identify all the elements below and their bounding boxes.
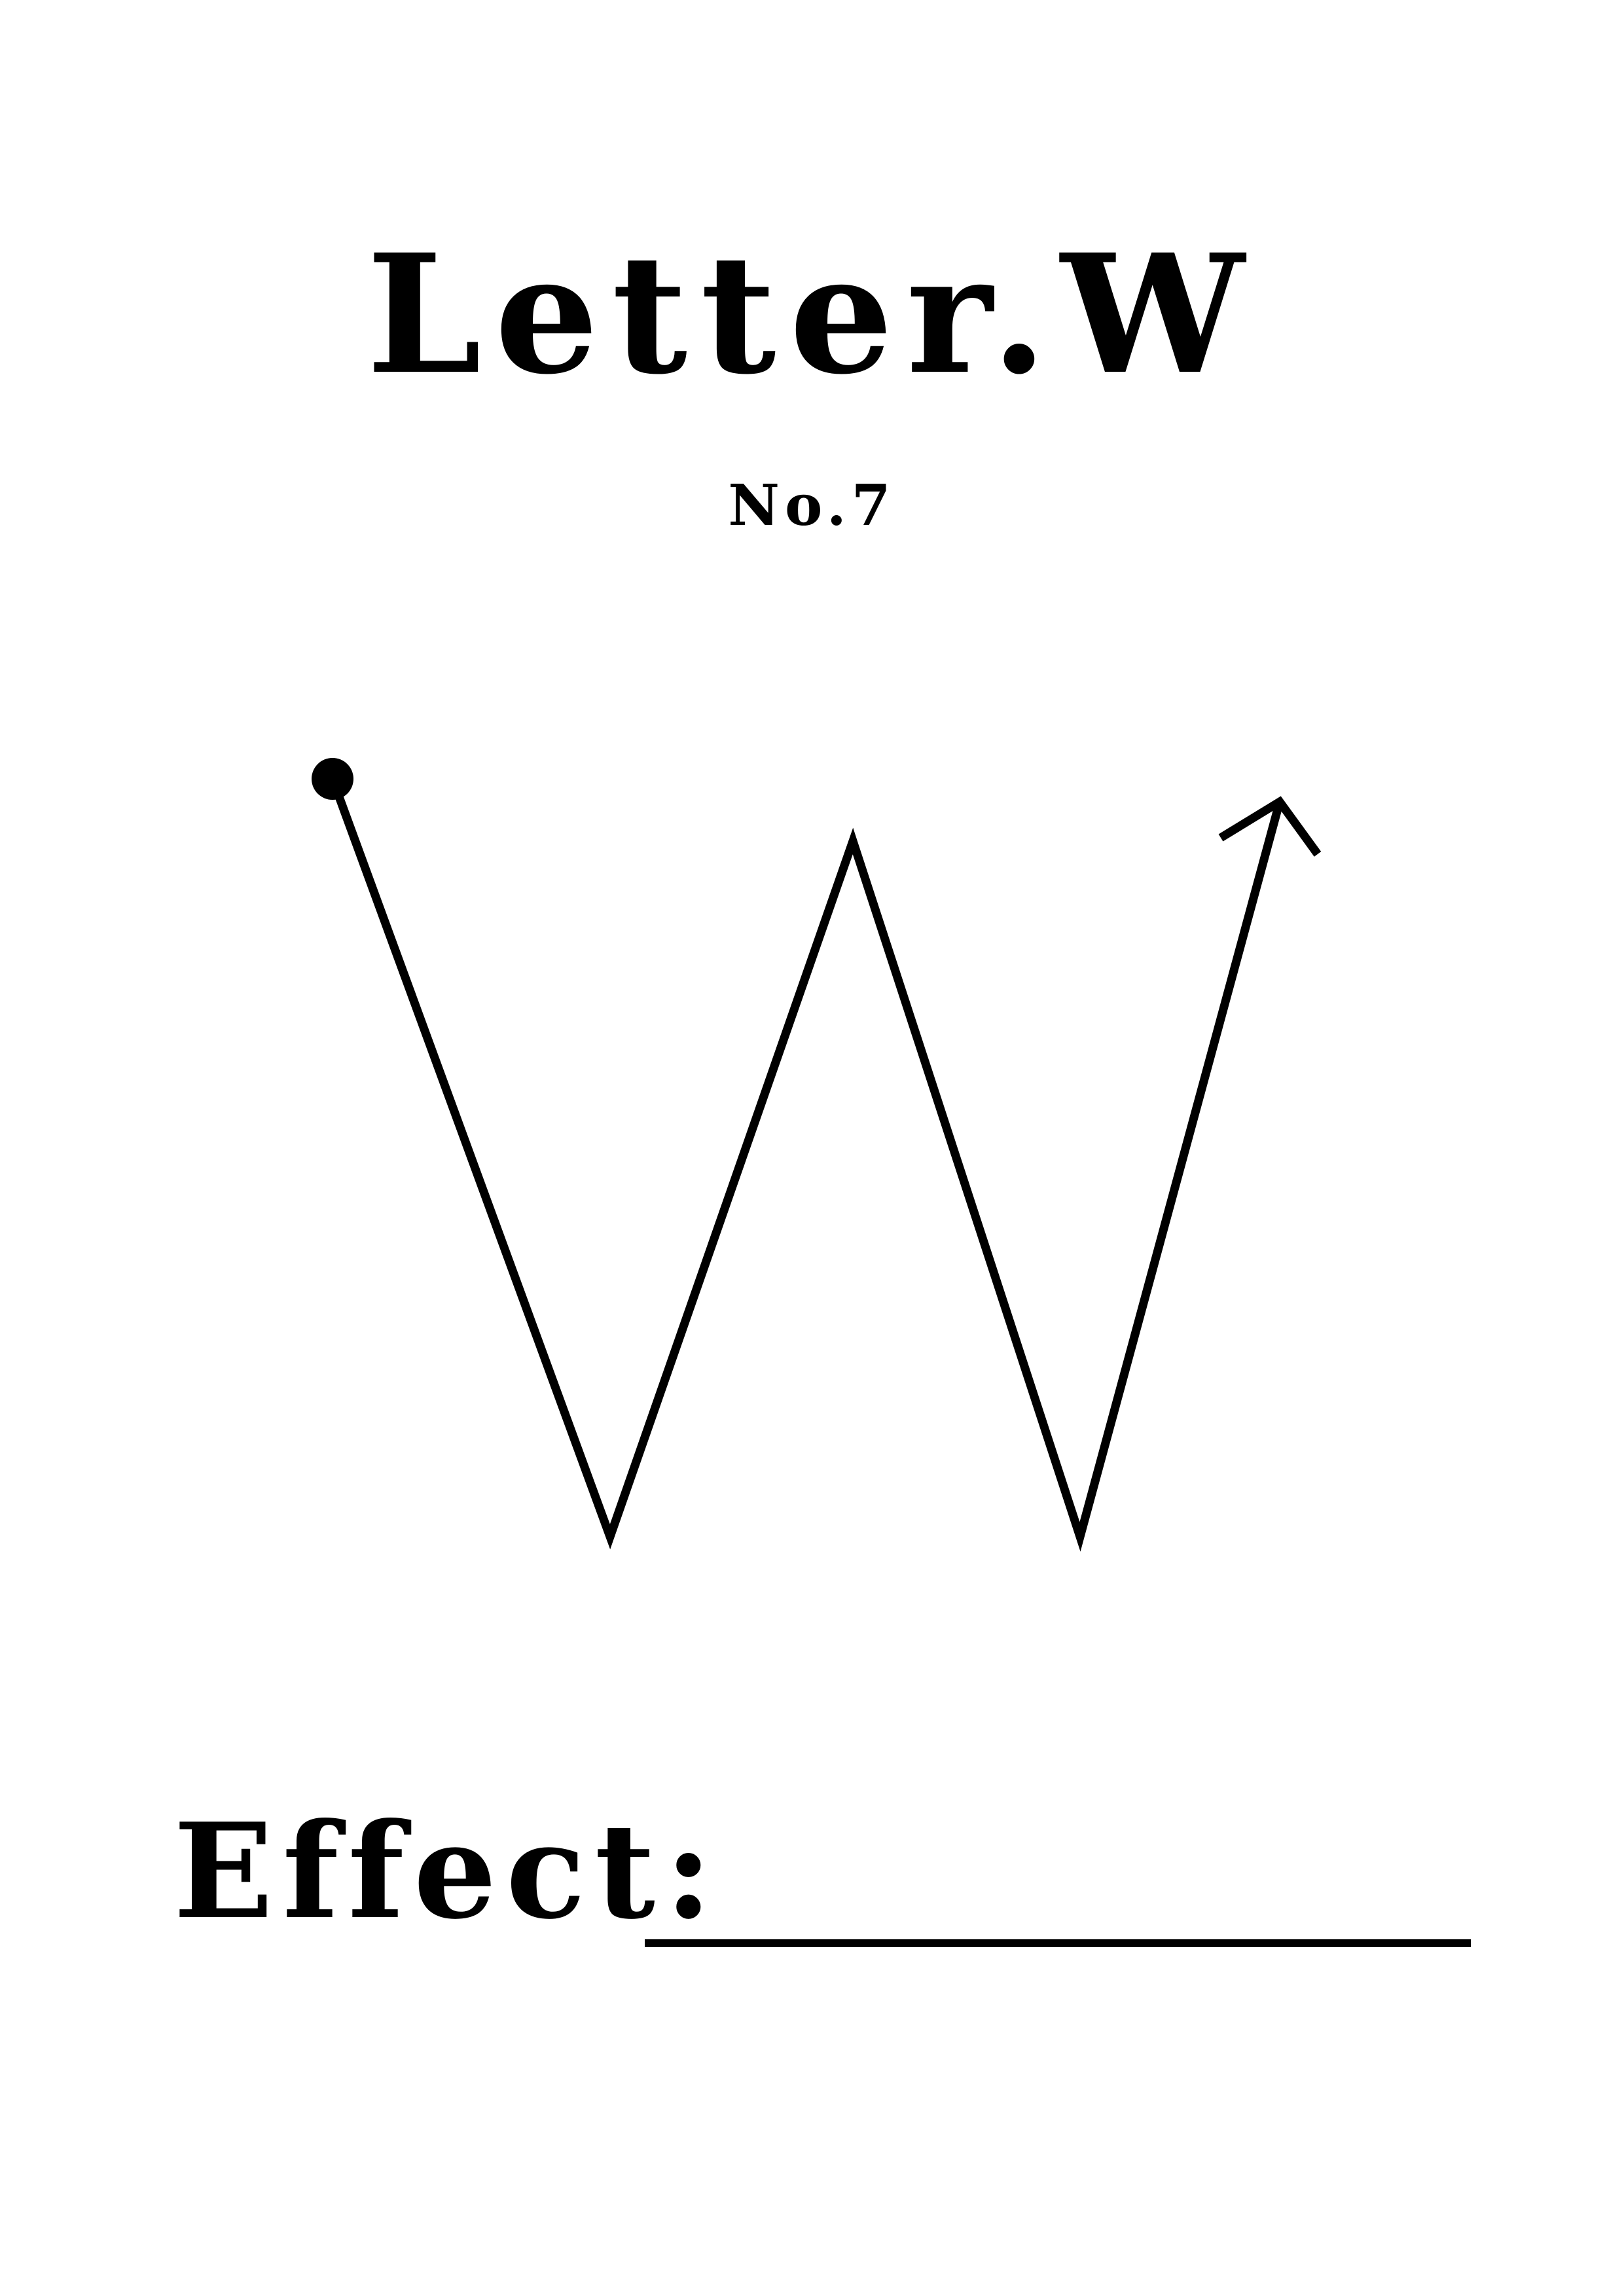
stroke-end-arrow-icon [1218, 796, 1322, 857]
effect-label: Effect: [173, 1795, 722, 1948]
letter-w-path [328, 777, 1284, 1552]
worksheet-number: No.7 [728, 473, 896, 539]
page-title: Letter.W [366, 218, 1258, 410]
effect-answer-line[interactable] [645, 1939, 1471, 1947]
